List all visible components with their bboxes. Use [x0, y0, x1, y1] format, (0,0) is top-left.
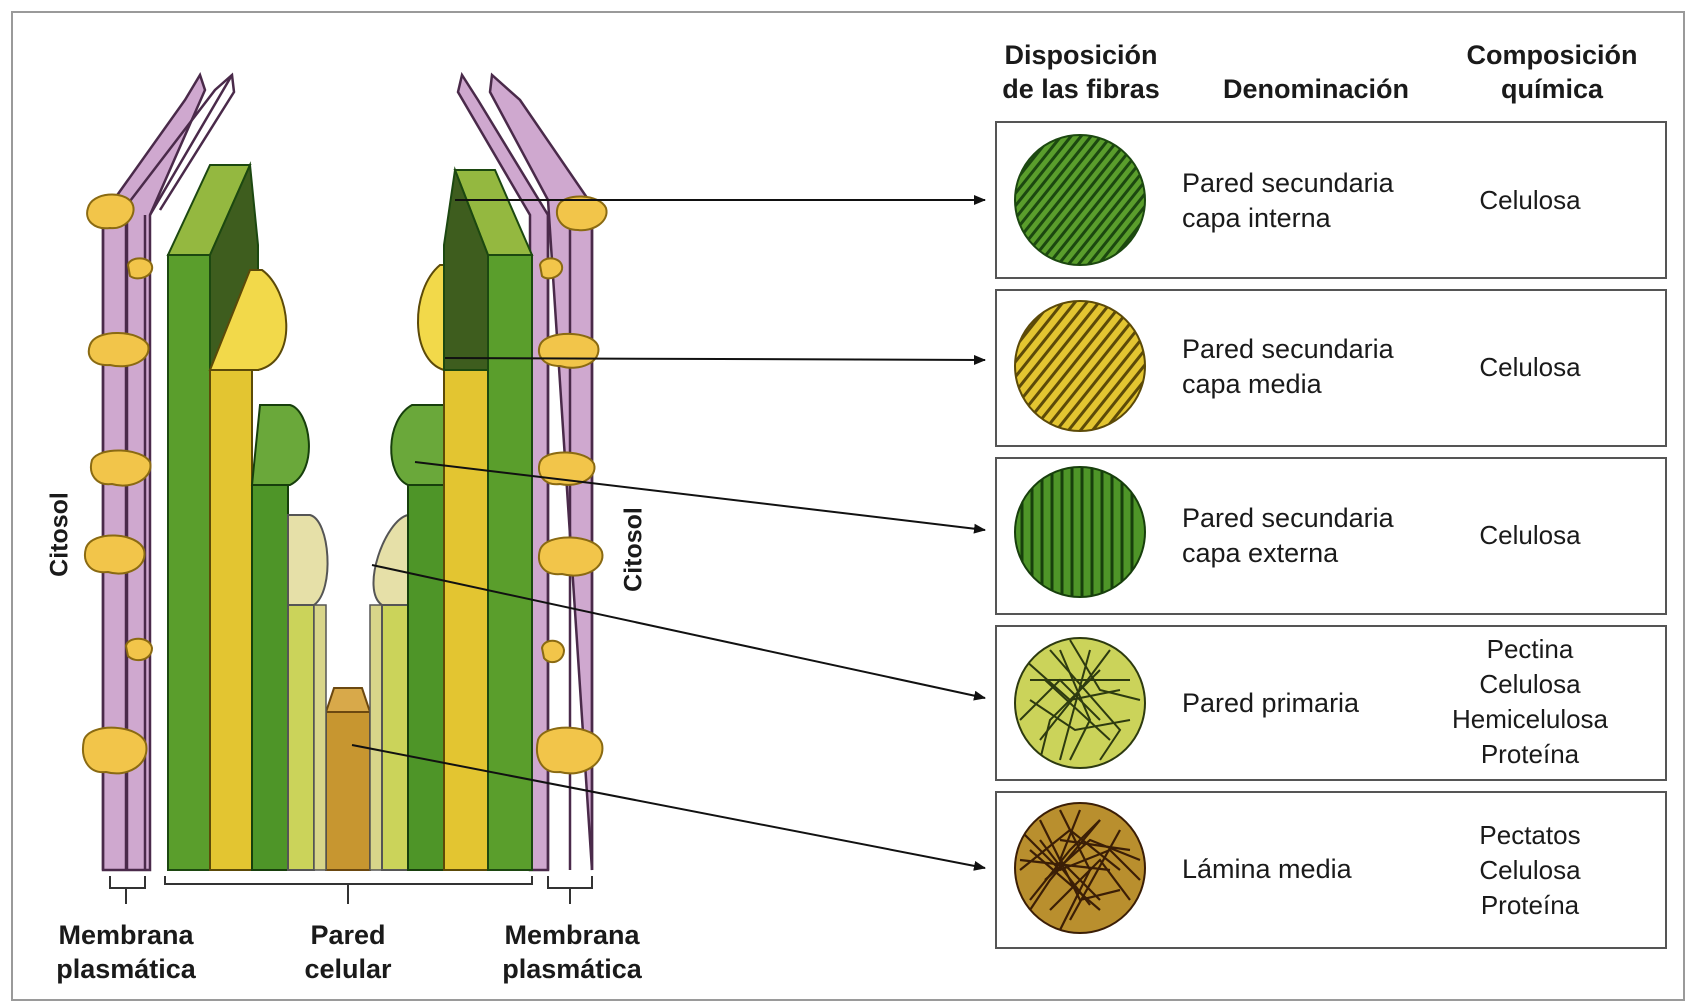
citosol-right-label: Citosol	[620, 500, 649, 600]
middle-lamella	[314, 605, 382, 870]
row-3-den-line1: Pared secundaria	[1182, 501, 1394, 536]
header-disposicion-line1: Disposición	[986, 38, 1176, 72]
membrana-left-label: Membrana plasmática	[36, 918, 216, 986]
row-4-denominacion: Pared primaria	[1182, 686, 1359, 721]
row-1-composicion: Celulosa	[1430, 183, 1630, 218]
fiber-circle-primary	[1015, 638, 1145, 768]
row-4-comp-3: Proteína	[1430, 737, 1630, 772]
fiber-circle-outer	[1015, 460, 1145, 604]
row-4-comp-0: Pectina	[1430, 632, 1630, 667]
row-1-denominacion: Pared secundaria capa interna	[1182, 166, 1394, 236]
row-3-denominacion: Pared secundaria capa externa	[1182, 501, 1394, 571]
membrana-right-line2: plasmática	[482, 952, 662, 986]
row-3-comp-0: Celulosa	[1430, 518, 1630, 553]
header-composicion: Composición química	[1452, 38, 1652, 106]
row-5-composicion: Pectatos Celulosa Proteína	[1430, 818, 1630, 923]
membrana-right-line1: Membrana	[482, 918, 662, 952]
pared-celular-label: Pared celular	[288, 918, 408, 986]
pared-line1: Pared	[288, 918, 408, 952]
header-composicion-line2: química	[1452, 72, 1652, 106]
row-2-comp-0: Celulosa	[1430, 350, 1630, 385]
row-4-composicion: Pectina Celulosa Hemicelulosa Proteína	[1430, 632, 1630, 772]
row-2-denominacion: Pared secundaria capa media	[1182, 332, 1394, 402]
row-1-den-line1: Pared secundaria	[1182, 166, 1394, 201]
citosol-left-label: Citosol	[46, 485, 75, 585]
wall-layers-left	[168, 165, 328, 870]
row-2-den-line1: Pared secundaria	[1182, 332, 1394, 367]
row-5-comp-2: Proteína	[1430, 888, 1630, 923]
row-5-comp-1: Celulosa	[1430, 853, 1630, 888]
label-brackets	[110, 876, 592, 904]
row-2-composicion: Celulosa	[1430, 350, 1630, 385]
header-disposicion: Disposición de las fibras	[986, 38, 1176, 106]
row-4-den-line1: Pared primaria	[1182, 686, 1359, 721]
membrana-left-line2: plasmática	[36, 952, 216, 986]
cell-wall-illustration	[83, 75, 985, 904]
membrana-right-label: Membrana plasmática	[482, 918, 662, 986]
row-1-comp-0: Celulosa	[1430, 183, 1630, 218]
header-disposicion-line2: de las fibras	[986, 72, 1176, 106]
row-2-den-line2: capa media	[1182, 367, 1394, 402]
pared-line2: celular	[288, 952, 408, 986]
row-5-denominacion: Lámina media	[1182, 852, 1352, 887]
header-denominacion: Denominación	[1196, 72, 1436, 106]
fiber-circle-lamella	[1015, 803, 1145, 933]
row-1-den-line2: capa interna	[1182, 201, 1394, 236]
membrana-left-line1: Membrana	[36, 918, 216, 952]
row-3-composicion: Celulosa	[1430, 518, 1630, 553]
row-4-comp-1: Celulosa	[1430, 667, 1630, 702]
header-composicion-line1: Composición	[1452, 38, 1652, 72]
row-4-comp-2: Hemicelulosa	[1430, 702, 1630, 737]
row-5-comp-0: Pectatos	[1430, 818, 1630, 853]
row-5-den-line1: Lámina media	[1182, 852, 1352, 887]
row-3-den-line2: capa externa	[1182, 536, 1394, 571]
